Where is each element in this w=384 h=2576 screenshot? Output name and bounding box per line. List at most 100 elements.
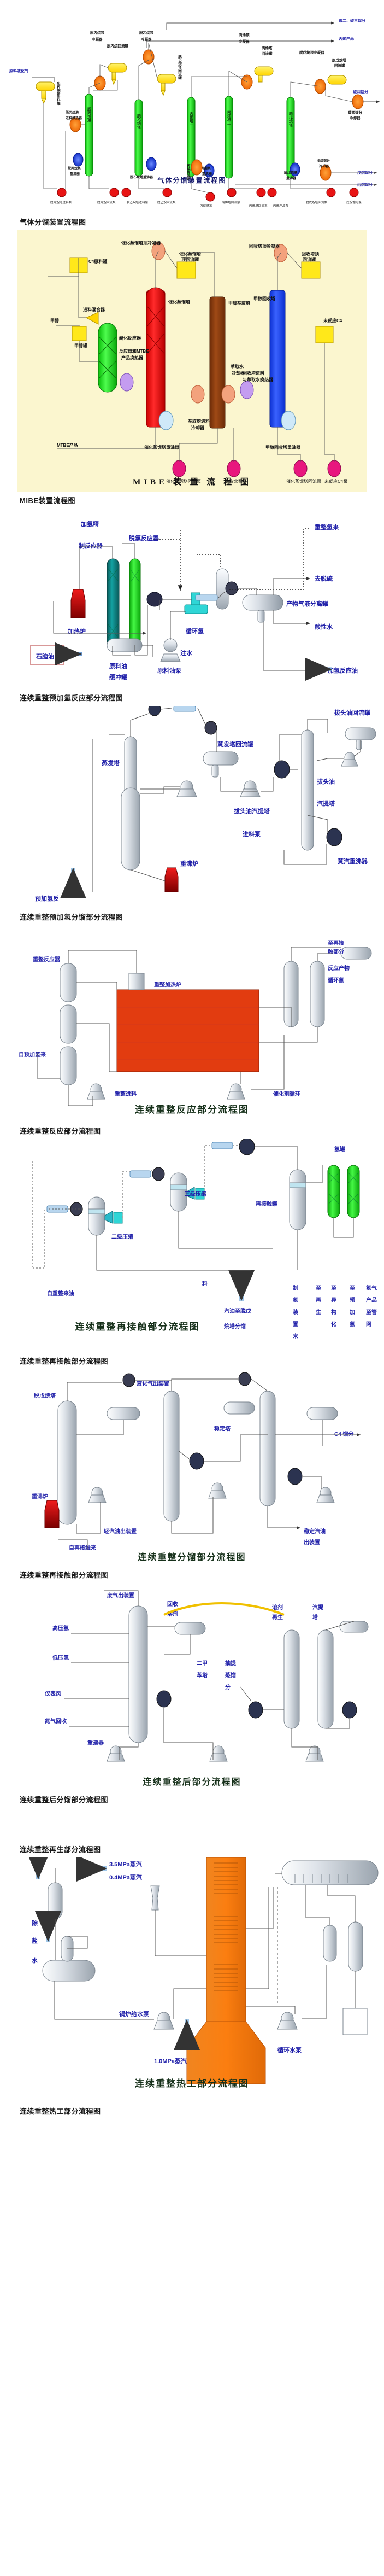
- svg-text:回流罐: 回流罐: [303, 256, 316, 262]
- svg-text:重沸器: 重沸器: [70, 172, 80, 176]
- figure-prehydro-fractionation: 蒸发塔 拔头油 汽提塔 蒸发塔回流罐 拔头油回流罐 重沸炉: [0, 706, 384, 908]
- svg-text:溶剂: 溶剂: [272, 1604, 283, 1611]
- figure-caption: MIBE 装 置 流 程 图: [133, 478, 252, 487]
- svg-text:产物气液分离罐: 产物气液分离罐: [286, 600, 328, 608]
- svg-text:戊烷馏分: 戊烷馏分: [316, 159, 330, 163]
- svg-text:甲醇罐: 甲醇罐: [74, 343, 87, 348]
- svg-text:触部分: 触部分: [327, 948, 344, 955]
- svg-text:循环水泵: 循环水泵: [277, 2046, 302, 2054]
- svg-text:汽提塔: 汽提塔: [317, 799, 335, 807]
- figure-caption: 连续重整后部分流程图: [143, 1778, 241, 1787]
- svg-text:催化蒸馏塔重沸器: 催化蒸馏塔重沸器: [144, 445, 180, 450]
- section-reforming-reaction: 重整反应器 重整加热炉 至再接 触部分 反应产物 循环氢 自预加氢来 重整进料 …: [0, 925, 384, 1139]
- svg-text:蒸发塔: 蒸发塔: [102, 759, 120, 767]
- svg-text:出装置: 出装置: [304, 1539, 320, 1546]
- svg-text:汽油至脱戊: 汽油至脱戊: [224, 1307, 251, 1315]
- section-prehydro-reaction: 加氢精 制反应器 脱氯反应器 加热炉 循环氢 产物气液分离罐 原料油 缓冲罐: [0, 509, 384, 706]
- figure-post-fractionation: 脱戊烷塔 液化气出装置 稳定塔 C4 馏分 稳定汽油 出装置 轻汽油出装置 自再…: [0, 1369, 384, 1566]
- svg-text:自重整来油: 自重整来油: [47, 1290, 74, 1297]
- svg-text:加氢反应油: 加氢反应油: [327, 667, 358, 674]
- svg-text:构: 构: [331, 1309, 336, 1316]
- section-heading: MIBE装置流程图: [20, 496, 76, 505]
- svg-text:脱丙烷塔: 脱丙烷塔: [87, 107, 91, 123]
- svg-text:与萃取水换热器: 与萃取水换热器: [243, 377, 274, 382]
- svg-text:二甲: 二甲: [197, 1660, 208, 1667]
- svg-text:脱丙烷顶: 脱丙烷顶: [90, 30, 105, 35]
- svg-text:仪表风: 仪表风: [44, 1690, 61, 1697]
- svg-text:网: 网: [366, 1321, 371, 1328]
- mtbe-svg: 醚化反应器 催化蒸馏塔 甲醇萃取塔 甲醇回收塔 C4原料罐 甲醇罐 甲醇: [48, 240, 347, 484]
- svg-text:加热炉: 加热炉: [67, 627, 86, 635]
- svg-text:产品换热器: 产品换热器: [121, 355, 144, 360]
- svg-text:重沸器: 重沸器: [286, 176, 297, 180]
- svg-text:稳定塔: 稳定塔: [214, 1425, 231, 1432]
- svg-text:异: 异: [331, 1297, 336, 1304]
- svg-text:催化蒸馏塔回流泵: 催化蒸馏塔回流泵: [166, 478, 201, 484]
- svg-text:水: 水: [32, 1956, 38, 1964]
- svg-text:脱丙烷塔进料罐: 脱丙烷塔进料罐: [56, 81, 61, 106]
- section-heading: 连续重整热工部分流程图: [20, 2107, 101, 2116]
- svg-text:脱丙烷塔: 脱丙烷塔: [68, 166, 81, 171]
- svg-text:低压氢: 低压氢: [52, 1654, 69, 1661]
- svg-text:重整进料: 重整进料: [115, 1090, 137, 1097]
- figure-post: 废气出装置 回收 溶剂 溶剂 再生 汽提 塔 高压氢 低压氢 仪表风 氮气回收 …: [0, 1583, 384, 1791]
- svg-text:催化蒸馏塔回流泵: 催化蒸馏塔回流泵: [286, 478, 321, 484]
- svg-text:锅炉给水泵: 锅炉给水泵: [119, 2010, 149, 2018]
- svg-text:生: 生: [316, 1309, 321, 1316]
- figure-caption: 连续重整再接触部分流程图: [75, 1322, 200, 1332]
- svg-text:轻汽油出装置: 轻汽油出装置: [104, 1528, 137, 1535]
- svg-text:来: 来: [292, 1333, 299, 1340]
- svg-text:苯塔: 苯塔: [196, 1672, 208, 1679]
- svg-text:重沸器: 重沸器: [87, 1739, 104, 1746]
- svg-text:氢: 氢: [350, 1321, 355, 1328]
- section-heading: 连续重整预加氢分馏部分流程图: [20, 913, 123, 921]
- svg-text:丙烯塔一: 丙烯塔一: [189, 112, 193, 127]
- svg-text:脱戊烷塔: 脱戊烷塔: [284, 171, 298, 175]
- svg-text:拔头油回流罐: 拔头油回流罐: [334, 709, 370, 716]
- svg-text:冷凝器: 冷凝器: [141, 37, 152, 42]
- svg-text:缓冲罐: 缓冲罐: [109, 673, 127, 681]
- figure-gas-fractionation: 碳二、碳三馏分 丙烯产品 脱丙烷塔 脱乙烷塔 丙烯塔一 丙烯塔二 脱戊烷塔: [0, 0, 384, 213]
- section-heading: 气体分馏装置流程图: [20, 218, 86, 226]
- svg-text:脱戊烷塔: 脱戊烷塔: [332, 57, 347, 62]
- svg-text:脱乙烷顶: 脱乙烷顶: [139, 30, 154, 35]
- svg-text:丙烯产品泵: 丙烯产品泵: [273, 203, 288, 208]
- prehydro-reaction-svg: 加氢精 制反应器 脱氯反应器 加热炉 循环氢 产物气液分离罐 原料油 缓冲罐: [30, 520, 358, 681]
- svg-text:脱戊烷顶冷凝器: 脱戊烷顶冷凝器: [299, 50, 324, 55]
- svg-text:3.5MPa蒸汽: 3.5MPa蒸汽: [109, 1860, 142, 1868]
- svg-text:丙烯塔: 丙烯塔: [262, 45, 273, 50]
- svg-text:反应器和MTBE: 反应器和MTBE: [119, 348, 149, 354]
- svg-text:丙烷塔泵: 丙烷塔泵: [200, 203, 212, 208]
- recontact-svg: 二级压缩 三级压缩 再接触罐 氢罐: [32, 1139, 377, 1340]
- svg-text:至管: 至管: [366, 1309, 377, 1316]
- svg-text:丙烯塔回流泵: 丙烯塔回流泵: [222, 200, 240, 205]
- svg-text:进料混合器: 进料混合器: [83, 307, 105, 312]
- svg-text:重沸炉: 重沸炉: [32, 1493, 48, 1500]
- section-heading: 连续重整反应部分流程图: [20, 1127, 101, 1135]
- svg-text:重沸炉: 重沸炉: [180, 860, 198, 867]
- figure-reforming-reaction: 重整反应器 重整加热炉 至再接 触部分 反应产物 循环氢 自预加氢来 重整进料 …: [0, 925, 384, 1122]
- figure-caption: 连续重整反应部分流程图: [135, 1105, 249, 1115]
- svg-text:回收: 回收: [167, 1600, 178, 1608]
- svg-text:除: 除: [32, 1919, 38, 1927]
- svg-text:冷却器: 冷却器: [319, 164, 329, 168]
- svg-text:未反应C4泵: 未反应C4泵: [324, 478, 347, 484]
- svg-text:脱丙烷回流泵: 脱丙烷回流泵: [97, 200, 116, 205]
- svg-text:再生: 再生: [272, 1614, 283, 1621]
- svg-text:蒸馏: 蒸馏: [225, 1672, 236, 1679]
- svg-text:催化蒸馏塔: 催化蒸馏塔: [179, 251, 202, 256]
- svg-text:甲醇回收塔重沸器: 甲醇回收塔重沸器: [265, 445, 301, 450]
- svg-text:脱丙烷回流罐: 脱丙烷回流罐: [107, 43, 129, 48]
- section-regeneration: 连续重整再生部分流程图: [0, 1808, 384, 1857]
- svg-text:三级压缩: 三级压缩: [185, 1190, 206, 1198]
- svg-text:脱乙烷塔回流罐: 脱乙烷塔回流罐: [178, 54, 182, 80]
- section-thermal: 3.5MPa蒸汽 0.4MPa蒸汽 1.0MPa蒸汽 除 盐 水 锅炉给水泵 循…: [0, 1857, 384, 2119]
- svg-text:冷凝器: 冷凝器: [239, 39, 250, 44]
- svg-text:丙烯顶: 丙烯顶: [239, 32, 250, 37]
- svg-text:甲醇: 甲醇: [50, 318, 59, 323]
- svg-text:氢气: 氢气: [366, 1284, 377, 1292]
- svg-text:脱乙烷塔: 脱乙烷塔: [137, 113, 141, 130]
- svg-text:液化气出装置: 液化气出装置: [137, 1380, 169, 1387]
- gas-fractionation-svg: 碳二、碳三馏分 丙烯产品 脱丙烷塔 脱乙烷塔 丙烯塔一 丙烯塔二 脱戊烷塔: [9, 18, 380, 208]
- svg-text:拔头油汽提塔: 拔头油汽提塔: [234, 807, 270, 815]
